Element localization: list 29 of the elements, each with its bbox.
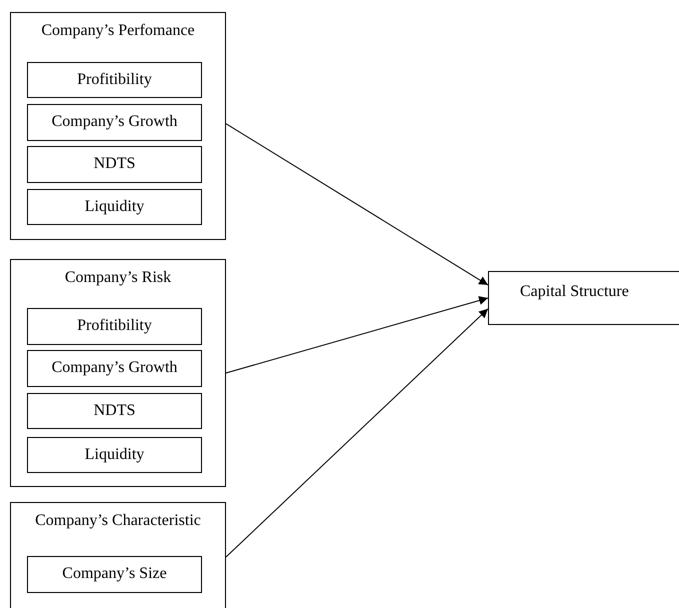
box-label: NDTS	[92, 402, 136, 420]
box-label: Company’s Growth	[50, 359, 178, 377]
arrow	[226, 296, 488, 374]
box-label: Liquidity	[84, 198, 146, 216]
concept-box	[488, 271, 679, 325]
variable-box	[27, 62, 202, 98]
box-label: Liquidity	[84, 446, 146, 464]
variable-box	[27, 104, 202, 141]
group-box	[10, 259, 226, 487]
box-label: NDTS	[92, 155, 136, 173]
box-label: Company’s Size	[61, 565, 168, 583]
box-label: Company’s Growth	[50, 113, 178, 131]
variable-box	[27, 308, 202, 345]
variable-box	[27, 556, 202, 593]
box-label: Profitibility	[76, 317, 153, 335]
group-box	[10, 12, 226, 240]
group-title: Company’s Risk	[64, 269, 172, 287]
box-label: Profitibility	[76, 70, 153, 88]
variable-box	[27, 437, 202, 473]
group-box	[10, 502, 226, 608]
variable-box	[27, 146, 202, 183]
group-title: Company’s Perfomance	[40, 22, 196, 40]
variable-box	[27, 393, 202, 429]
variable-box	[27, 189, 202, 225]
variable-box	[27, 350, 202, 387]
box-label: Capital Structure	[520, 283, 630, 301]
arrow	[226, 123, 488, 286]
group-title: Company’s Characteristic	[34, 512, 202, 530]
arrow	[226, 308, 488, 558]
